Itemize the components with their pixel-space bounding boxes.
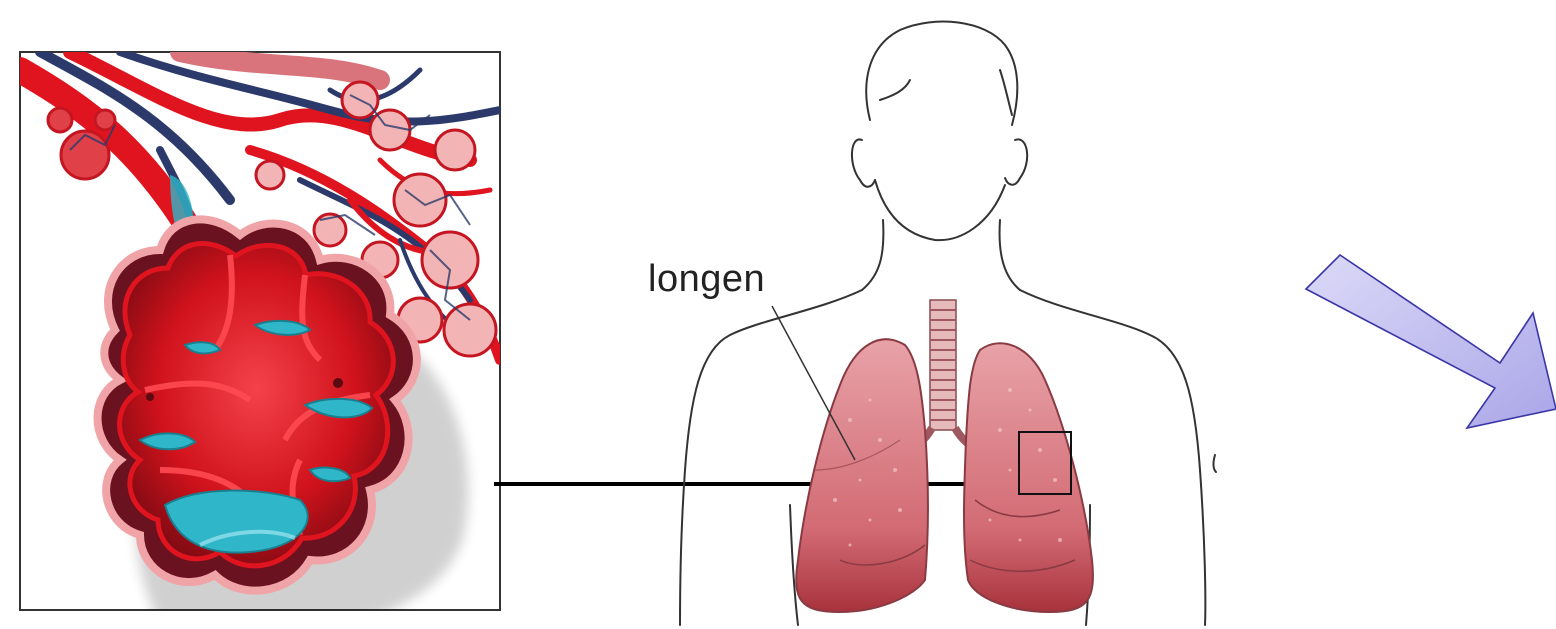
- lungs: [796, 300, 1093, 612]
- lung-label: longen: [648, 258, 765, 301]
- left-lung: [796, 339, 928, 612]
- alveoli-detail-panel: [20, 52, 500, 629]
- down-right-arrow-icon: [1306, 255, 1556, 428]
